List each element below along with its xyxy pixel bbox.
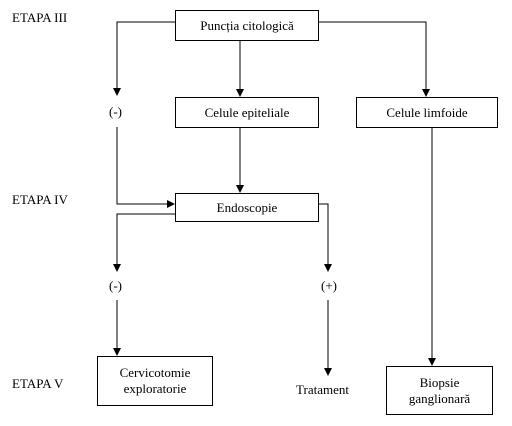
node-negative-result-2: (-) xyxy=(109,278,122,293)
stage-label-etapa-3: ETAPA III xyxy=(12,10,68,25)
connector-negative-to-endoscopie xyxy=(116,127,167,205)
arrowhead-negative-1 xyxy=(113,88,121,96)
arrowhead-epiteliale xyxy=(236,89,244,97)
arrowhead-cervicotomie xyxy=(113,348,121,356)
connector-punctia-to-limfoide xyxy=(318,21,427,89)
node-endoscopie: Endoscopie xyxy=(175,193,319,222)
connector-endoscopie-to-positive xyxy=(318,203,329,264)
connector-punctia-to-negative xyxy=(116,21,176,88)
node-positive-result: (+) xyxy=(321,278,337,293)
node-biopsie-line-1: Biopsie xyxy=(419,374,460,390)
arrowhead-tratament xyxy=(324,368,332,376)
node-tratament: Tratament xyxy=(296,382,349,397)
node-negative-result-1: (-) xyxy=(109,104,122,119)
node-cervicotomie-exploratorie: Cervicotomie exploratorie xyxy=(97,356,213,406)
node-punctia-citologica: Puncția citologică xyxy=(175,10,319,41)
arrowhead-limfoide xyxy=(422,89,430,97)
node-cervicotomie-line-2: exploratorie xyxy=(123,381,187,396)
stage-label-etapa-5: ETAPA V xyxy=(12,376,64,391)
arrowhead-biopsie xyxy=(428,358,436,366)
arrowhead-positive xyxy=(324,264,332,272)
arrowhead-negative-2 xyxy=(113,264,121,272)
stage-label-etapa-4: ETAPA IV xyxy=(12,192,68,207)
node-celule-limfoide: Celule limfoide xyxy=(356,97,498,128)
node-biopsie-line-2: ganglionară xyxy=(408,390,471,406)
connector-endoscopie-to-negative xyxy=(116,213,175,264)
node-cervicotomie-line-1: Cervicotomie xyxy=(119,365,191,380)
node-celule-epiteliale: Celule epiteliale xyxy=(175,97,319,128)
node-biopsie-ganglionara: Biopsie ganglionară xyxy=(386,366,493,415)
arrowhead-endoscopie-left xyxy=(167,200,175,208)
arrowhead-endoscopie-top xyxy=(236,185,244,193)
